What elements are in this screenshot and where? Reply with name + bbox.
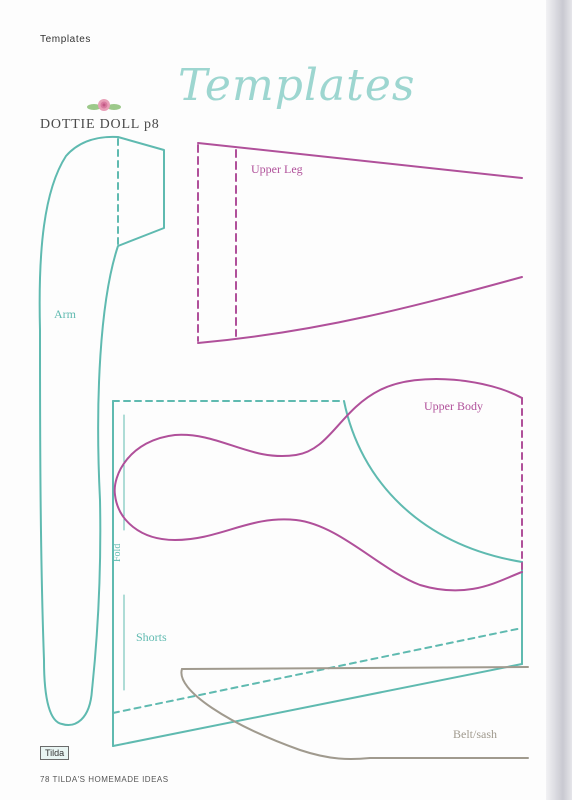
section-heading: DOTTIE DOLL p8 bbox=[40, 117, 160, 132]
upper-body-label: Upper Body bbox=[424, 399, 483, 413]
brand-logo: Tilda bbox=[40, 746, 70, 760]
belt-top-edge bbox=[181, 666, 529, 670]
shorts-hem-fold-line bbox=[112, 627, 523, 714]
upper-leg-pattern bbox=[197, 142, 523, 344]
page-title: Templates bbox=[178, 60, 416, 111]
fold-label: Fold bbox=[112, 543, 123, 562]
book-spine-shadow bbox=[546, 0, 572, 800]
shorts-hem-edge bbox=[112, 663, 523, 747]
belt-sash-label: Belt/sash bbox=[453, 727, 497, 741]
shorts-pattern bbox=[112, 400, 523, 747]
running-head: Templates bbox=[40, 34, 91, 45]
upper-body-pattern bbox=[113, 377, 523, 592]
shorts-label: Shorts bbox=[136, 630, 167, 644]
page-folio: 78 TILDA'S HOMEMADE IDEAS bbox=[40, 775, 169, 784]
arm-outline bbox=[38, 135, 165, 726]
belt-sash-pattern bbox=[180, 666, 529, 761]
upper-leg-bottom-edge bbox=[197, 276, 523, 344]
upper-body-outline bbox=[113, 377, 523, 592]
shorts-crotch-curve bbox=[343, 400, 523, 563]
upper-leg-label: Upper Leg bbox=[251, 162, 303, 176]
upper-leg-top-edge bbox=[197, 142, 523, 179]
rose-flower-icon bbox=[87, 99, 121, 111]
arm-pattern bbox=[38, 135, 165, 726]
arm-label: Arm bbox=[54, 307, 76, 321]
belt-curve bbox=[180, 668, 371, 761]
